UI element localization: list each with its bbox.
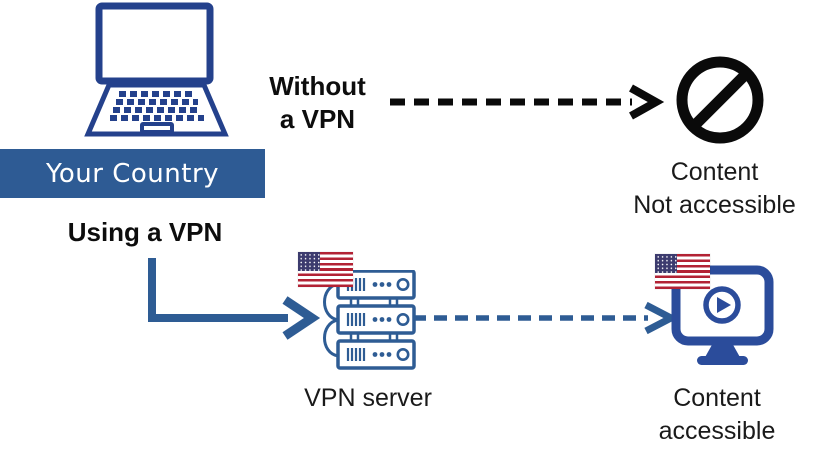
us-flag-canton bbox=[298, 252, 320, 271]
content-not-accessible-line2: Not accessible bbox=[633, 191, 796, 219]
vpn-to-content-dashed-arrow bbox=[413, 301, 679, 335]
laptop-icon bbox=[84, 2, 229, 137]
us-flag-icon bbox=[298, 252, 353, 287]
without-vpn-label-line2: a VPN bbox=[279, 104, 356, 134]
vpn-server-icon bbox=[323, 270, 416, 370]
without-vpn-label: Without a VPN bbox=[240, 70, 395, 136]
using-vpn-label: Using a VPN bbox=[67, 217, 223, 247]
us-flag-icon bbox=[655, 254, 710, 289]
content-not-accessible-label: Content Not accessible bbox=[612, 156, 817, 222]
without-vpn-label-line1: Without bbox=[269, 71, 366, 101]
content-accessible-line2: accessible bbox=[658, 417, 776, 445]
without-vpn-dashed-arrow bbox=[390, 84, 665, 120]
vpn-server-label: VPN server bbox=[304, 384, 432, 412]
content-not-accessible-line1: Content bbox=[670, 158, 759, 186]
us-flag-canton bbox=[655, 254, 677, 273]
content-accessible-label: Content accessible bbox=[622, 382, 812, 448]
content-accessible-line1: Content bbox=[673, 384, 761, 412]
prohibited-icon bbox=[676, 56, 764, 144]
your-country-label: Your Country bbox=[45, 158, 220, 189]
your-country-banner: Your Country bbox=[0, 149, 265, 198]
using-vpn-elbow-arrow bbox=[148, 258, 321, 340]
